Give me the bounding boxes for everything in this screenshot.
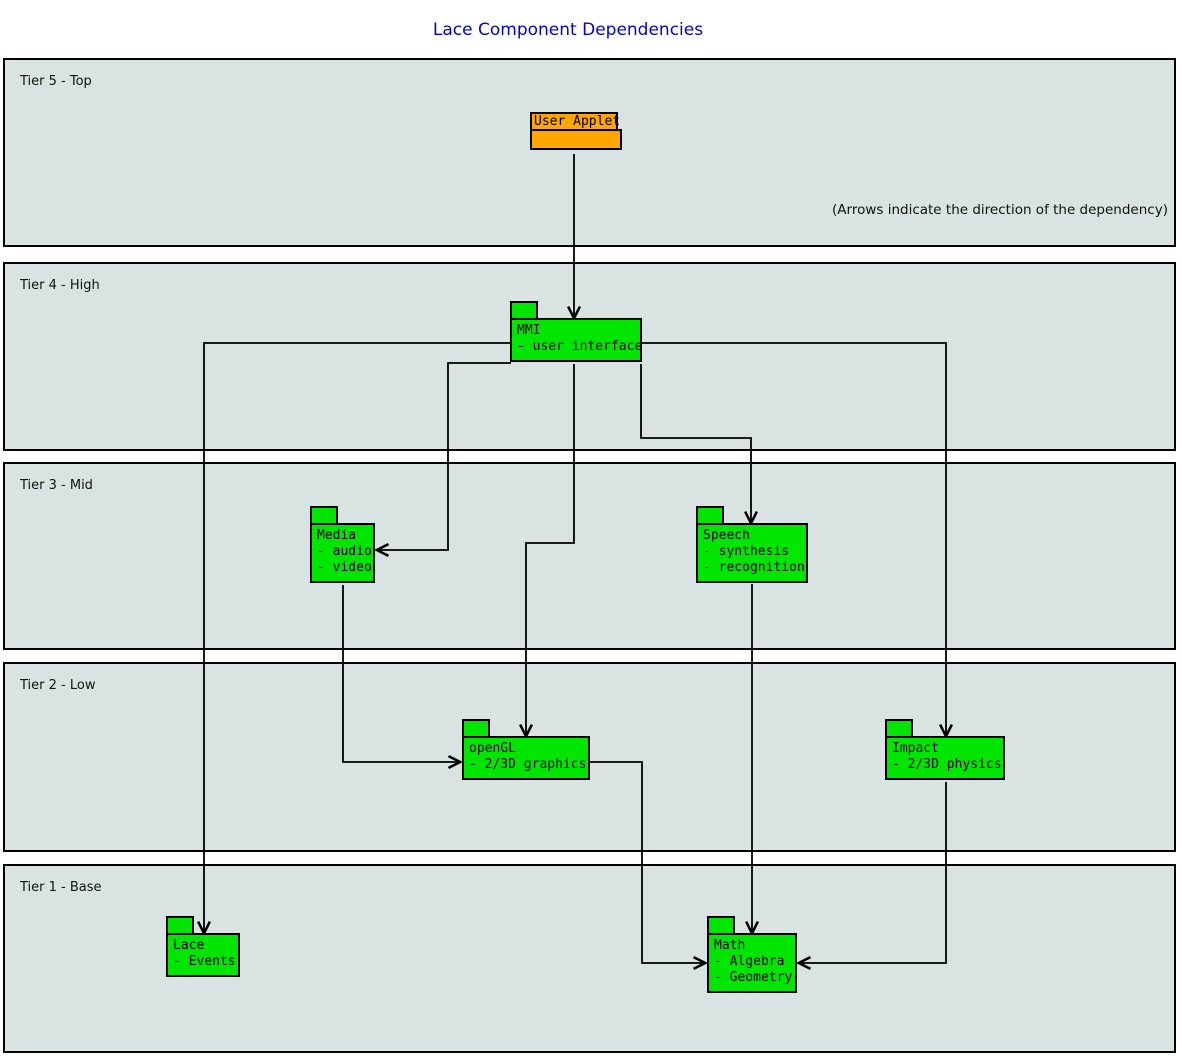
component-detail: - 2/3D physics <box>892 757 1002 772</box>
component-speech: Speech - synthesis - recognition <box>696 506 808 583</box>
component-detail: - Geometry <box>714 970 793 985</box>
component-impact: Impact - 2/3D physics <box>885 719 1005 780</box>
component-label: MMI <box>517 323 541 338</box>
component-body: openGL - 2/3D graphics <box>462 736 590 780</box>
component-body: Impact - 2/3D physics <box>885 736 1005 780</box>
tier-3-label: Tier 3 - Mid <box>20 478 93 493</box>
component-detail: - recognition <box>703 560 805 575</box>
tier-1-label: Tier 1 - Base <box>20 880 102 895</box>
component-body: Lace - Events <box>166 933 240 977</box>
component-body: MMI - user interface <box>510 318 642 362</box>
component-detail: - Algebra <box>714 954 785 969</box>
component-detail: - Events <box>173 954 236 969</box>
component-body: Math - Algebra - Geometry <box>707 933 797 993</box>
component-math: Math - Algebra - Geometry <box>707 916 797 993</box>
component-opengl: openGL - 2/3D graphics <box>462 719 590 780</box>
arrow-direction-note: (Arrows indicate the direction of the de… <box>832 202 1168 218</box>
folder-tab: User Applet <box>530 112 620 131</box>
component-detail: - audio <box>317 544 372 559</box>
tier-5-label: Tier 5 - Top <box>20 74 92 89</box>
component-media: Media - audio - video <box>310 506 375 583</box>
component-detail: - synthesis <box>703 544 790 559</box>
diagram-title: Lace Component Dependencies <box>432 20 704 40</box>
component-mmi: MMI - user interface <box>510 301 642 362</box>
component-detail: - video <box>317 560 372 575</box>
component-detail: - user interface <box>517 339 643 354</box>
component-label: Impact <box>892 741 939 756</box>
component-label: openGL <box>469 741 516 756</box>
component-body <box>530 129 622 150</box>
component-user-applet: User Applet <box>530 112 622 150</box>
component-detail: - 2/3D graphics <box>469 757 587 772</box>
component-label: Math <box>714 938 746 953</box>
component-label: Lace <box>173 938 205 953</box>
tier-4-label: Tier 4 - High <box>20 278 100 293</box>
tier-3-band: Tier 3 - Mid <box>3 462 1176 650</box>
component-lace: Lace - Events <box>166 916 240 977</box>
tier-2-label: Tier 2 - Low <box>20 678 96 693</box>
component-body: Media - audio - video <box>310 523 375 583</box>
tier-5-band: Tier 5 - Top <box>3 58 1176 247</box>
component-body: Speech - synthesis - recognition <box>696 523 808 583</box>
component-label: Media <box>317 528 357 543</box>
component-label: Speech <box>703 528 750 543</box>
